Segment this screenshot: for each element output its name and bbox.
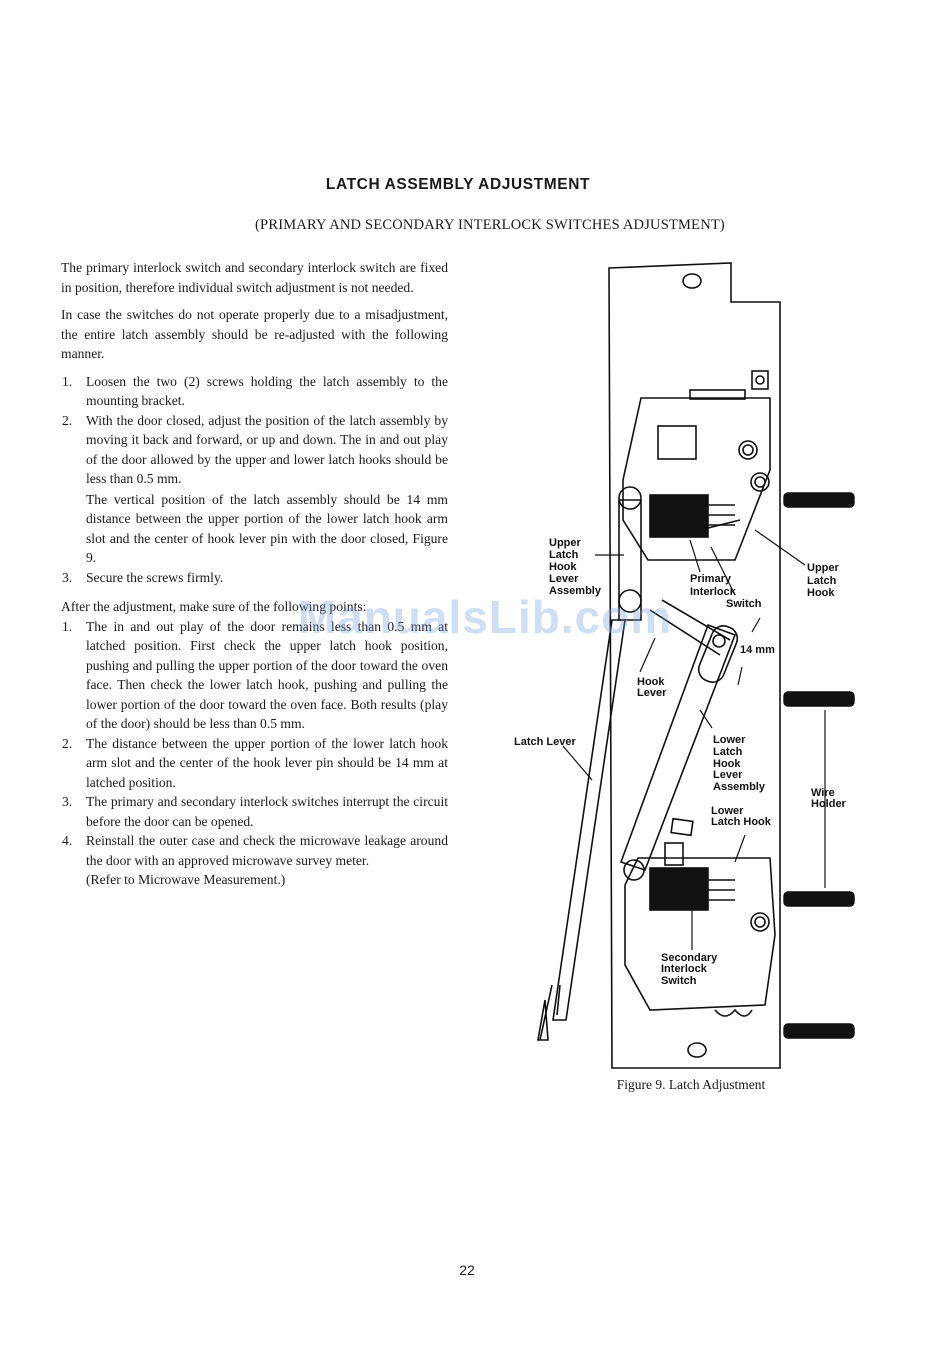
step-item: 1. Loosen the two (2) screws holding the…	[61, 372, 448, 411]
check-item: 3. The primary and secondary interlock s…	[61, 792, 448, 831]
step-item: 3. Secure the screws firmly.	[61, 568, 448, 588]
step-number: 3.	[62, 569, 73, 585]
check-note: (Refer to Microwave Measurement.)	[86, 872, 286, 887]
label-secondary-interlock-switch: Secondary Interlock Switch	[661, 952, 720, 987]
upper-hook-lever-bar	[618, 499, 642, 621]
label-upper-latch-hook: Upper Latch Hook	[807, 562, 842, 599]
intro-paragraph-1: The primary interlock switch and seconda…	[61, 260, 448, 295]
wire-holder-1	[783, 492, 855, 508]
label-hook-lever: Hook Lever	[637, 676, 668, 699]
step-text: Secure the screws firmly.	[86, 569, 224, 585]
check-item: 1. The in and out play of the door remai…	[61, 617, 448, 734]
upper-housing-window	[657, 425, 697, 460]
upper-housing-tab-small	[751, 370, 769, 390]
label-distance: 14 mm	[740, 644, 775, 656]
watermark: ManualsLib.com	[297, 591, 673, 643]
upper-housing-screw	[738, 440, 758, 460]
label-wire-holder: Wire Holder	[811, 787, 847, 810]
check-number: 2.	[62, 735, 73, 751]
lower-housing-tab	[670, 817, 694, 837]
check-item: 2. The distance between the upper portio…	[61, 734, 448, 793]
wire-holder-2	[783, 691, 855, 707]
label-lower-latch-hook-lever-assembly: Lower Latch Hook Lever Assembly	[713, 734, 766, 793]
label-latch-lever: Latch Lever	[514, 736, 576, 748]
mounting-bracket	[608, 262, 781, 1069]
check-number: 3.	[62, 794, 73, 809]
figure-caption: Figure 9. Latch Adjustment	[616, 1077, 766, 1092]
primary-interlock-switch	[649, 494, 709, 538]
page-title: LATCH ASSEMBLY ADJUSTMENT	[325, 176, 591, 193]
page-subtitle: (PRIMARY AND SECONDARY INTERLOCK SWITCHE…	[255, 217, 725, 233]
label-upper-latch-hook-lever-assembly: Upper Latch Hook Lever Assembly	[549, 537, 602, 597]
check-number: 4.	[62, 833, 73, 848]
wire-holder-3	[783, 891, 855, 907]
wire-holder-4	[783, 1023, 855, 1039]
instructions-column: The primary interlock switch and seconda…	[61, 258, 448, 896]
lower-hook-arm-slot	[697, 625, 739, 683]
step-text: Loosen the two (2) screws holding the la…	[86, 373, 448, 409]
intro-paragraph-2: In case the switches do not operate prop…	[61, 307, 448, 361]
secondary-interlock-switch	[649, 867, 709, 911]
check-list: 1. The in and out play of the door remai…	[61, 617, 448, 890]
check-text: The primary and secondary interlock swit…	[86, 794, 448, 829]
lower-hook-lever-arm	[619, 623, 737, 872]
step-item: 2. With the door closed, adjust the posi…	[61, 411, 448, 568]
lower-latch-housing	[624, 857, 776, 1011]
check-item: 4. Reinstall the outer case and check th…	[61, 831, 448, 890]
check-text: The in and out play of the door remains …	[86, 618, 448, 732]
step-text: With the door closed, adjust the positio…	[86, 412, 448, 487]
latch-adjustment-figure: Upper Latch Hook Lever Assembly Primary …	[514, 262, 855, 1069]
check-number: 1.	[62, 618, 73, 634]
label-primary-interlock-switch: Primary Interlock Switch	[690, 573, 762, 610]
adjustment-steps: 1. Loosen the two (2) screws holding the…	[61, 372, 448, 588]
after-adjustment-heading: After the adjustment, make sure of the f…	[61, 599, 367, 614]
latch-lever	[552, 619, 626, 1021]
check-text: Reinstall the outer case and check the m…	[86, 833, 448, 868]
check-text: The distance between the upper portion o…	[86, 735, 448, 790]
lower-hook-pivot	[750, 912, 770, 932]
page-number: 22	[459, 1262, 475, 1278]
top-hole	[682, 273, 702, 289]
upper-housing-tab	[689, 389, 746, 400]
step-subtext: The vertical position of the latch assem…	[86, 491, 448, 566]
figure-labels: Upper Latch Hook Lever Assembly Primary …	[514, 537, 847, 987]
bottom-hole	[687, 1042, 707, 1058]
upper-latch-housing	[622, 397, 771, 561]
step-number: 2.	[62, 412, 73, 428]
label-lower-latch-hook: Lower Latch Hook	[711, 805, 772, 828]
upper-hook-pivot	[750, 472, 770, 492]
step-number: 1.	[62, 373, 73, 389]
